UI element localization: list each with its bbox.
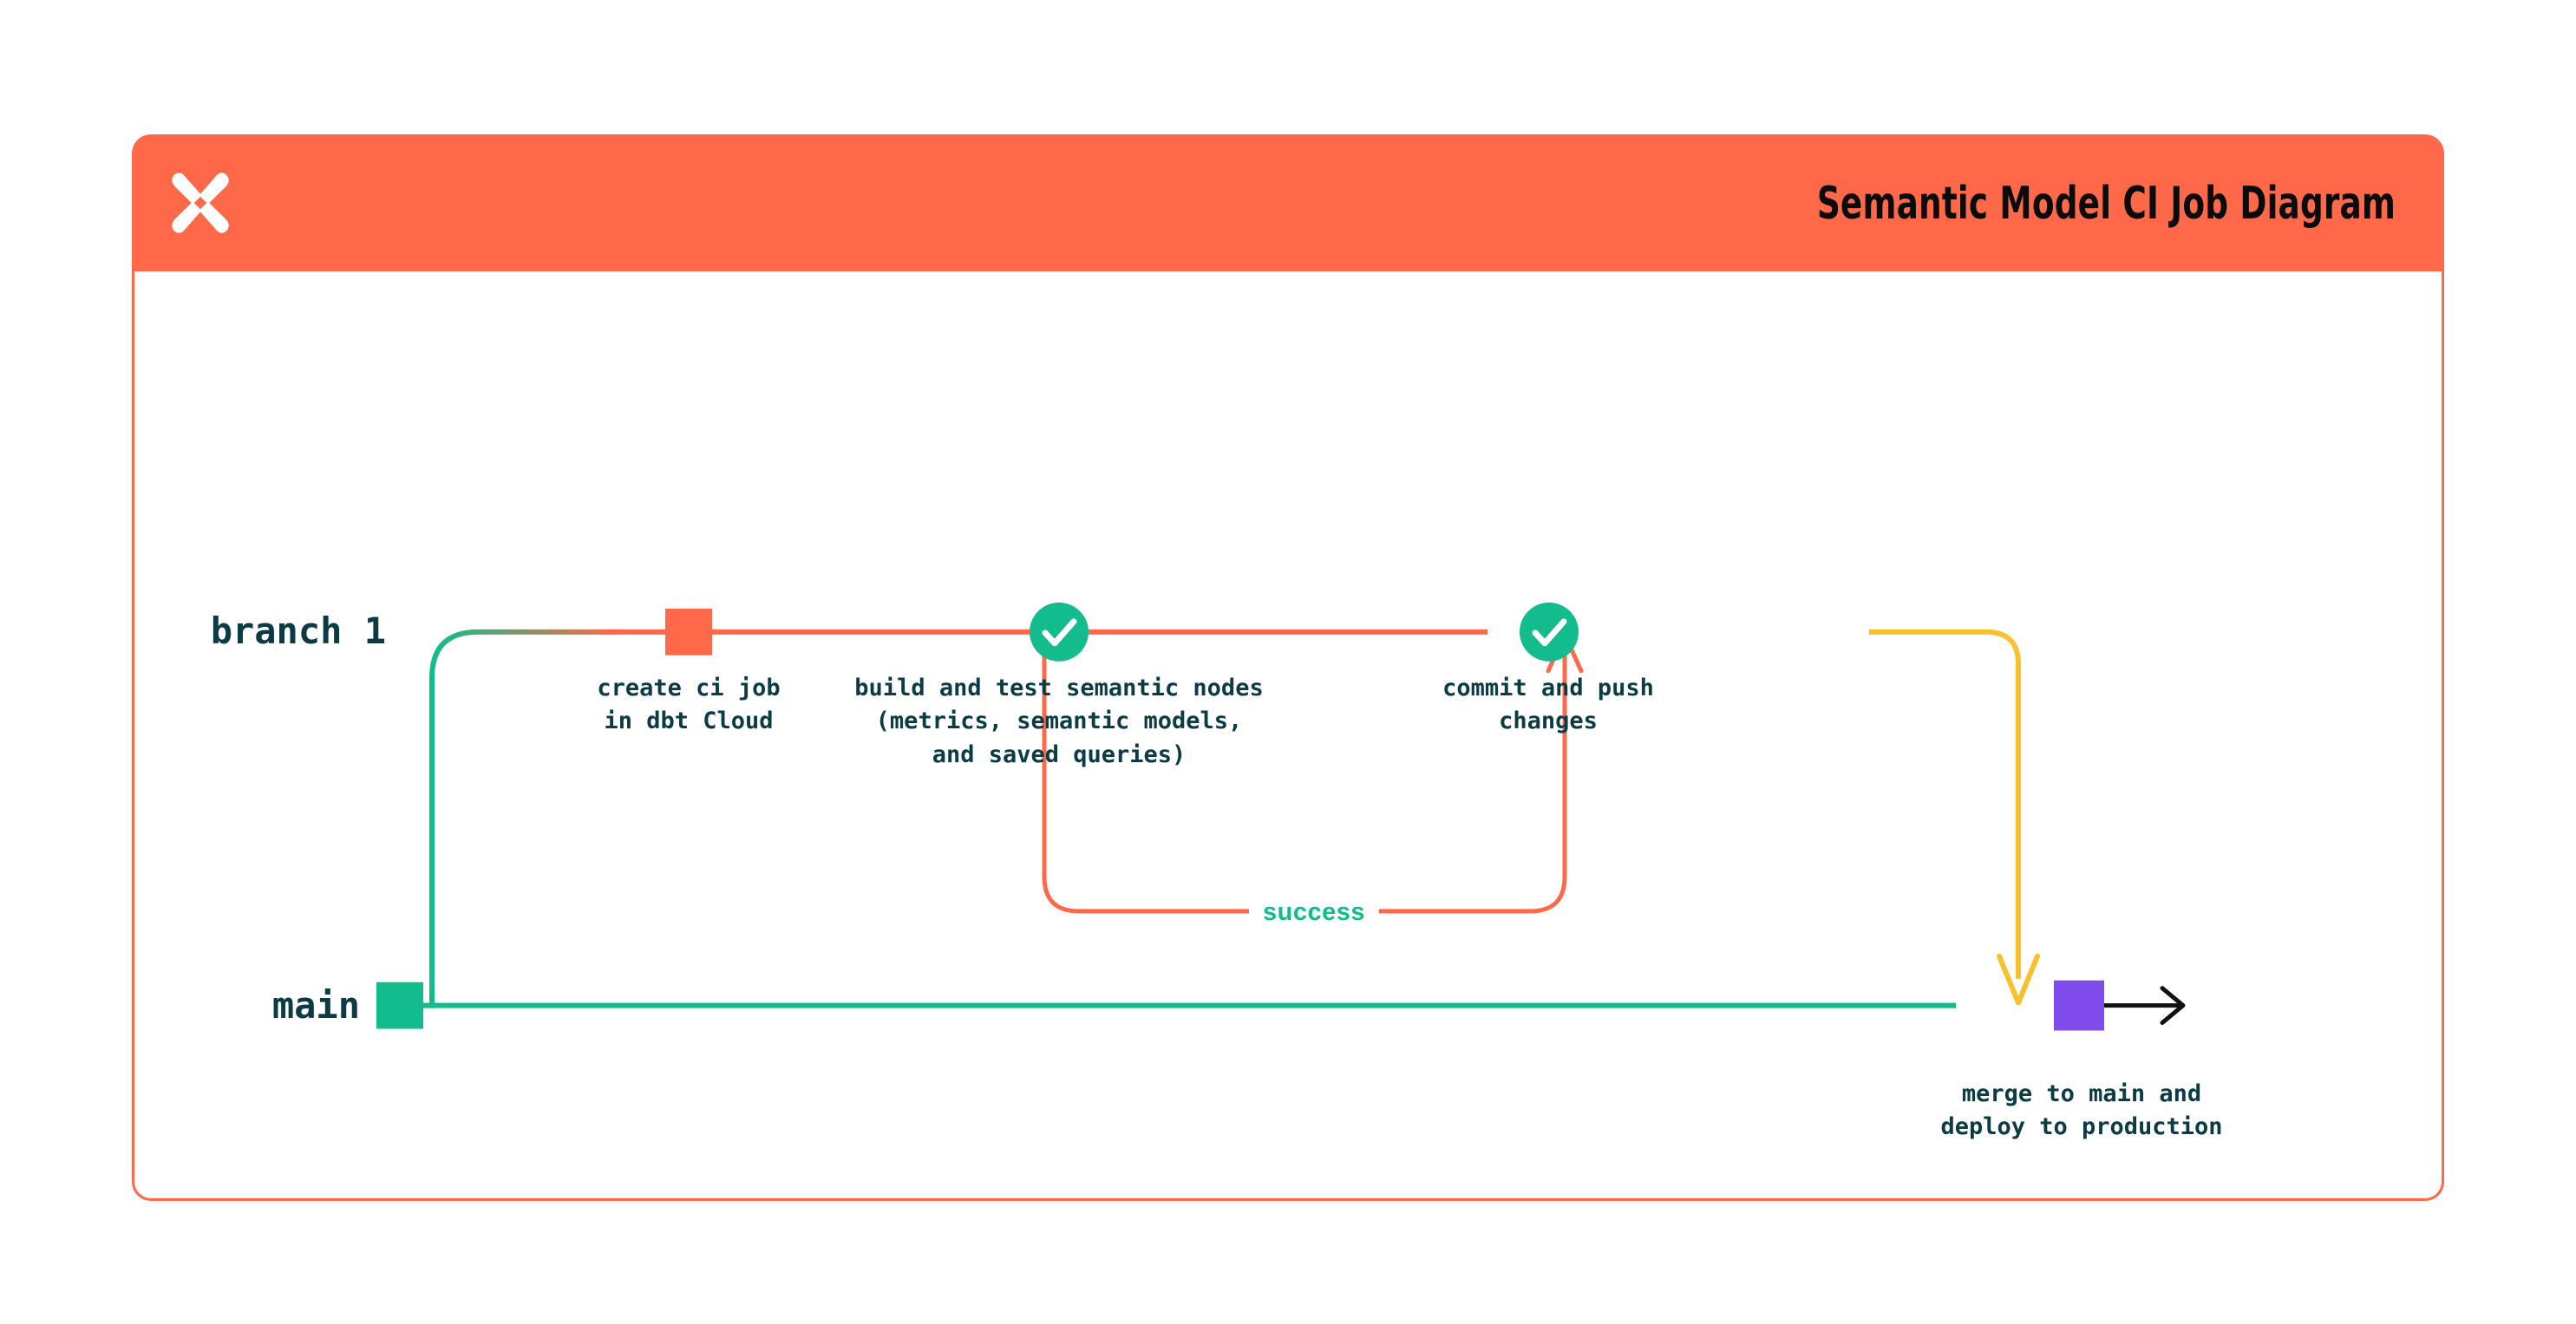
- caption-commit-push-changes: commit and push changes: [1442, 675, 1654, 735]
- lane-label-main: main: [271, 984, 360, 1027]
- check-icon: [1532, 618, 1567, 647]
- node-marker-create-ci-job[interactable]: [665, 608, 712, 655]
- card-body: branch 1 main create ci job in dbt Cloud…: [132, 271, 2444, 1201]
- merge-arrow-head-icon: [1997, 953, 2040, 1006]
- node-marker-commit-push[interactable]: [1520, 602, 1579, 662]
- merge-arrow-path: [1869, 629, 2021, 979]
- dbt-x-logo-icon: [172, 173, 229, 233]
- caption-build-test-semantic-nodes: build and test semantic nodes (metrics, …: [854, 675, 1264, 768]
- production-arrow-head-icon: [2160, 986, 2186, 1026]
- node-marker-main-start[interactable]: [376, 982, 423, 1029]
- caption-merge-to-main: merge to main and deploy to production: [1940, 1080, 2223, 1141]
- check-icon: [1042, 618, 1077, 647]
- page-title: Semantic Model CI Job Diagram: [1816, 178, 2396, 230]
- success-loop-label: success: [1249, 898, 1379, 927]
- branch-stem: [429, 629, 620, 1008]
- ci-flow-diagram: [376, 602, 2186, 1031]
- node-marker-build-test[interactable]: [1030, 602, 1089, 662]
- lane-label-branch-1: branch 1: [210, 610, 386, 652]
- card-header: Semantic Model CI Job Diagram: [132, 134, 2444, 273]
- diagram-card: Semantic Model CI Job Diagram: [132, 134, 2444, 1201]
- node-marker-merge-deploy[interactable]: [2054, 980, 2104, 1031]
- caption-create-ci-job: create ci job in dbt Cloud: [597, 675, 781, 735]
